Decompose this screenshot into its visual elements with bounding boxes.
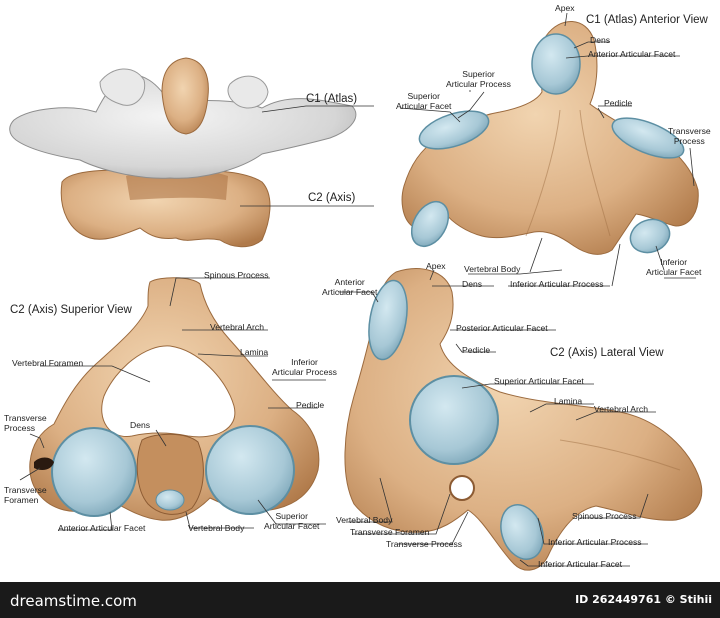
c1-anterior-view-title: C1 (Atlas) Anterior View <box>586 14 708 26</box>
c2-superior-view-title: C2 (Axis) Superior View <box>10 304 132 316</box>
inferior-articular-process-label: Inferior Articular Process <box>510 279 604 289</box>
superior-articular-facet-label: Superior Articular Facet <box>396 91 452 111</box>
c2-axis-label: C2 (Axis) <box>308 192 356 204</box>
inferior-articular-process-label-bl: Inferior Articular Process <box>272 357 337 377</box>
lamina-label: Lamina <box>240 347 269 357</box>
anterior-articular-facet-label-bl: Anterior Articular Facet <box>58 523 146 533</box>
inferior-articular-facet-label-br: Inferior Articular Facet <box>538 559 623 569</box>
dreamstime-brand-text: dreamstime.com <box>10 592 137 610</box>
vertebral-arch-label-br: Vertebral Arch <box>594 404 648 414</box>
dens-label-bl: Dens <box>130 420 151 430</box>
apex-label: Apex <box>555 3 575 13</box>
lamina-label-br: Lamina <box>554 396 583 406</box>
watermark-footer-bar: dreamstime.com ID 262449761 © Stihii <box>0 582 720 618</box>
c2-superior-view-illustration <box>29 277 320 521</box>
vertebral-body-label: Vertebral Body <box>464 264 521 274</box>
transverse-process-label-br: Transverse Process <box>386 539 463 549</box>
c2-anterior-view-illustration <box>401 21 699 255</box>
pedicle-label: Pedicle <box>604 98 633 108</box>
pedicle-label-br: Pedicle <box>462 345 491 355</box>
leader-lines <box>19 12 696 567</box>
dens-label: Dens <box>590 35 611 45</box>
inferior-articular-process-label-br: Inferior Articular Process <box>548 537 642 547</box>
spinous-process-label-br: Spinous Process <box>572 511 637 521</box>
vertebral-arch-label: Vertebral Arch <box>210 322 264 332</box>
posterior-articular-facet-label: Posterior Articular Facet <box>456 323 548 333</box>
superior-articular-facet-label-br: Superior Articular Facet <box>494 376 584 386</box>
vertebral-body-label-br: Vertebral Body <box>336 515 393 525</box>
anterior-articular-facet-label: Anterior Articular Facet <box>588 49 676 59</box>
transverse-process-label: Transverse Process <box>668 126 711 146</box>
superior-articular-facet-label-bl: Superior Articular Facet <box>264 511 320 531</box>
apex-label-br: Apex <box>426 261 446 271</box>
inferior-articular-facet-label: Inferior Articular Facet <box>646 257 702 277</box>
c1-atlas-label: C1 (Atlas) <box>306 93 358 105</box>
superior-articular-process-label: Superior Articular Process <box>446 69 511 89</box>
transverse-foramen-label: Transverse Foramen <box>4 485 47 505</box>
image-id-text: ID 262449761 © Stihii <box>575 593 712 606</box>
c2-lateral-view-illustration <box>344 268 703 571</box>
pedicle-label-bl: Pedicle <box>296 400 325 410</box>
c1-c2-combined-illustration <box>9 57 357 248</box>
vertebral-body-label-bl: Vertebral Body <box>188 523 245 533</box>
transverse-process-label-bl: Transverse Process <box>4 413 47 433</box>
transverse-foramen-label-br: Transverse Foramen <box>350 527 430 537</box>
vertebral-foramen-label: Vertebral Foramen <box>12 358 84 368</box>
anterior-articular-facet-label-br: Anterior Articular Facet <box>322 277 378 297</box>
c2-lateral-view-title: C2 (Axis) Lateral View <box>550 347 664 359</box>
spinous-process-label: Spinous Process <box>204 270 269 280</box>
dens-label-br: Dens <box>462 279 483 289</box>
